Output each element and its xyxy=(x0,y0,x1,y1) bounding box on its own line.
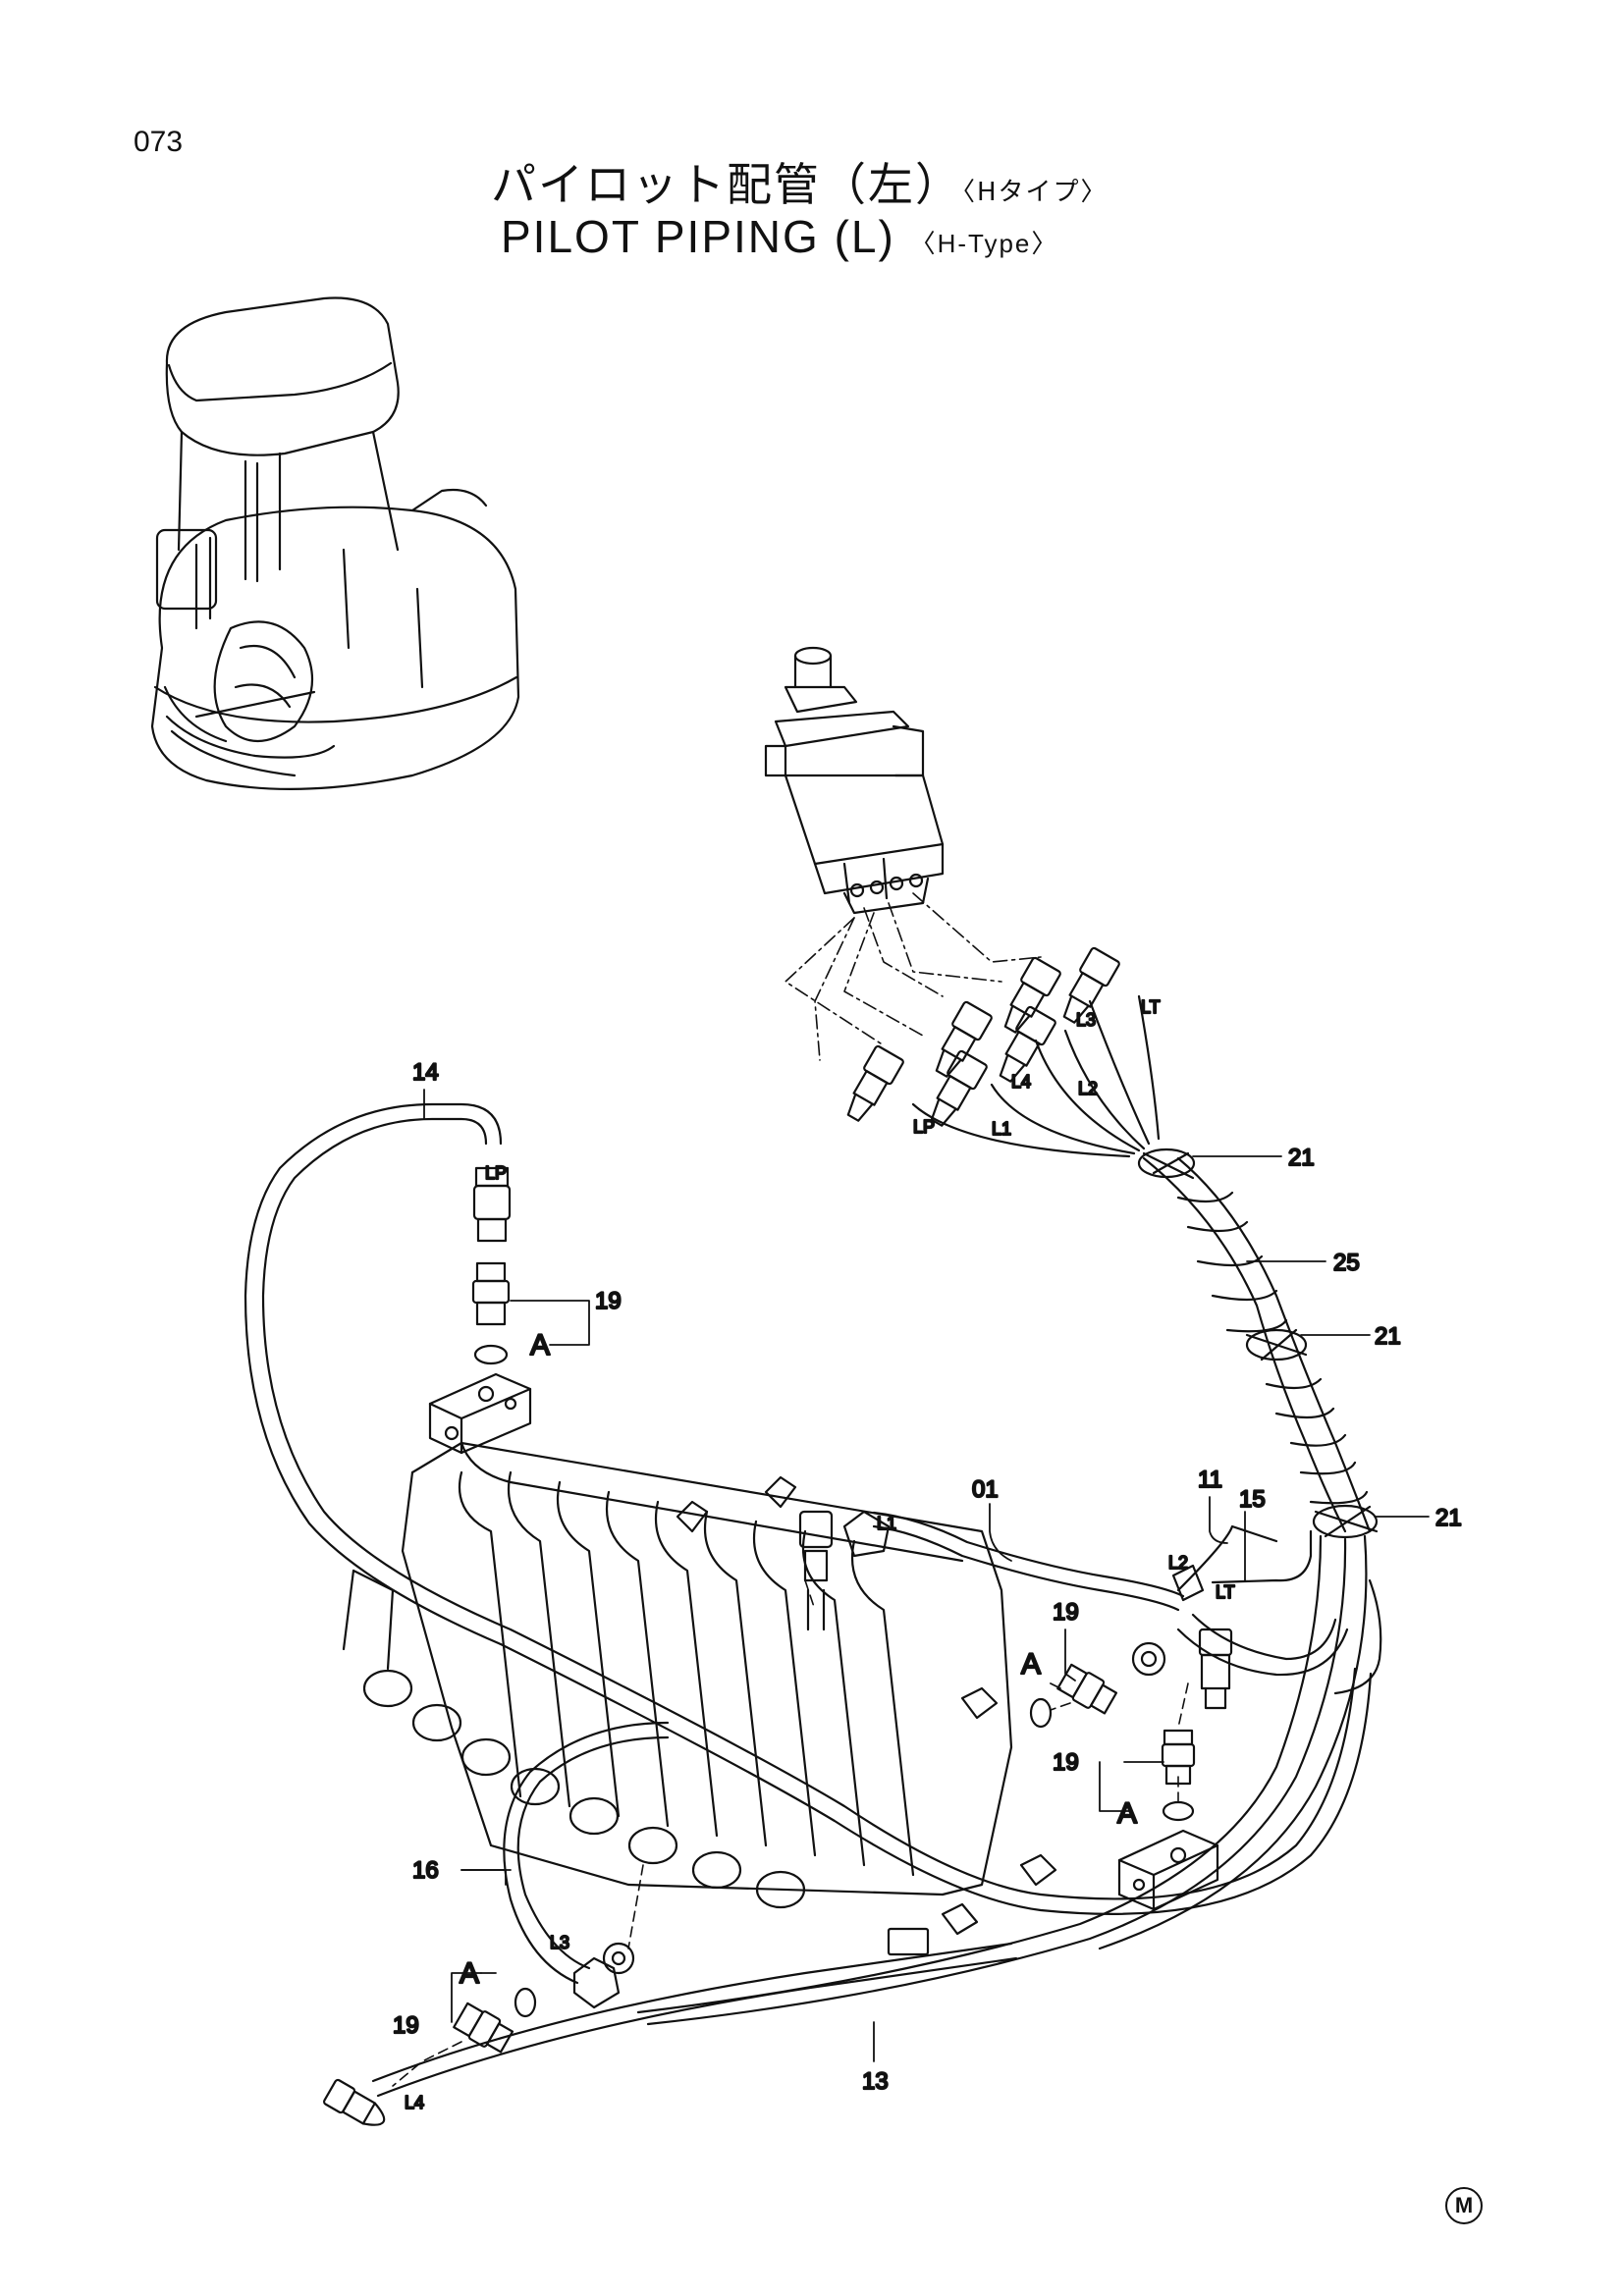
detail-mark-a-mid: A xyxy=(1021,1648,1041,1681)
port-label-L4-block: L4 xyxy=(405,2093,424,2112)
callout-15: 15 xyxy=(1239,1486,1266,1513)
title-jp-variant: 〈Hタイプ〉 xyxy=(962,178,1109,207)
callout-16: 16 xyxy=(412,1857,439,1884)
hose-bundle xyxy=(636,994,1382,2026)
fittings xyxy=(323,1166,1233,2126)
port-label-L4: L4 xyxy=(1011,1072,1031,1092)
alignment-lines xyxy=(392,1579,1189,2087)
port-label-LP-block: LP xyxy=(485,1163,507,1183)
machine-overview-illustration xyxy=(150,296,520,790)
callout-11: 11 xyxy=(1198,1467,1222,1493)
title-en-main: PILOT PIPING (L) xyxy=(501,211,895,262)
title-english: PILOT PIPING (L) 〈H-Type〉 xyxy=(501,210,1058,263)
callout-01: 01 xyxy=(972,1476,999,1503)
callout-21-bottom: 21 xyxy=(1435,1505,1462,1531)
callout-21-top: 21 xyxy=(1288,1145,1315,1171)
callout-19-mid: 19 xyxy=(1053,1599,1079,1626)
leader-lines xyxy=(784,892,1042,1061)
callout-19-lower: 19 xyxy=(393,2012,419,2039)
detail-mark-a-right: A xyxy=(1117,1797,1137,1830)
callout-leaders xyxy=(423,1089,1430,2062)
detail-mark-a-upper: A xyxy=(530,1329,550,1362)
callout-13: 13 xyxy=(862,2068,889,2095)
callout-21-middle: 21 xyxy=(1375,1323,1401,1350)
title-en-variant: 〈H-Type〉 xyxy=(909,229,1059,258)
callout-14: 14 xyxy=(412,1059,439,1086)
port-label-L3: L3 xyxy=(1076,1010,1096,1030)
manufacturer-mark: M xyxy=(1445,2187,1483,2224)
callout-25: 25 xyxy=(1333,1250,1360,1276)
callout-19-right: 19 xyxy=(1053,1749,1079,1776)
hose-end-fittings xyxy=(846,946,1120,1127)
port-label-L1: L1 xyxy=(992,1119,1011,1139)
detail-mark-a-lower: A xyxy=(460,1957,479,1990)
port-label-L2-block: L2 xyxy=(1168,1553,1188,1573)
port-label-L2: L2 xyxy=(1078,1079,1098,1098)
pilot-valve xyxy=(764,646,945,915)
port-label-LT: LT xyxy=(1141,997,1161,1017)
port-label-LP: LP xyxy=(913,1117,935,1137)
port-label-LT-block: LT xyxy=(1216,1582,1235,1602)
port-label-L3-block: L3 xyxy=(550,1933,569,1952)
callout-19-upper: 19 xyxy=(595,1288,622,1314)
control-valve-block xyxy=(342,1441,1057,1956)
pilot-pipes xyxy=(243,1102,1373,2098)
title-japanese: パイロット配管（左）〈Hタイプ〉 xyxy=(491,149,1109,214)
port-label-L1-block: L1 xyxy=(877,1514,896,1533)
title-jp-main: パイロット配管（左） xyxy=(491,158,962,211)
page-number: 073 xyxy=(134,126,184,158)
